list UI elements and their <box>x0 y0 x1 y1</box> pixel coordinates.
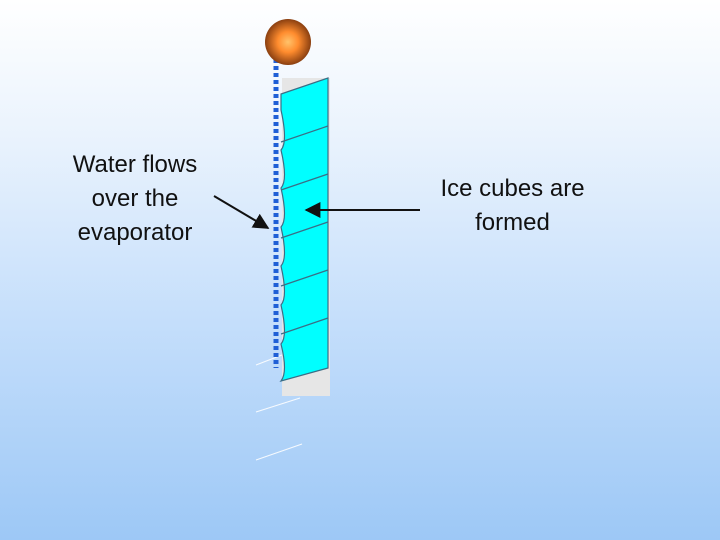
water-flows-label-line-3: evaporator <box>77 219 193 246</box>
ice-cubes-label-line-1: Ice cubes are <box>440 175 585 202</box>
ice-cubes-label-line-2: formed <box>475 209 550 236</box>
ice-cube-dividers <box>280 125 329 335</box>
ice-evaporator-icon <box>279 77 329 383</box>
ice-cubes-label: Ice cubes are formed <box>410 172 615 240</box>
water-flows-label-line-2: over the <box>91 185 179 212</box>
water-flows-label: Water flows over the evaporator <box>40 148 230 250</box>
water-flow-arrow <box>213 195 270 229</box>
water-distributor-ball-icon <box>265 19 311 65</box>
water-flows-label-line-1: Water flows <box>72 151 198 178</box>
